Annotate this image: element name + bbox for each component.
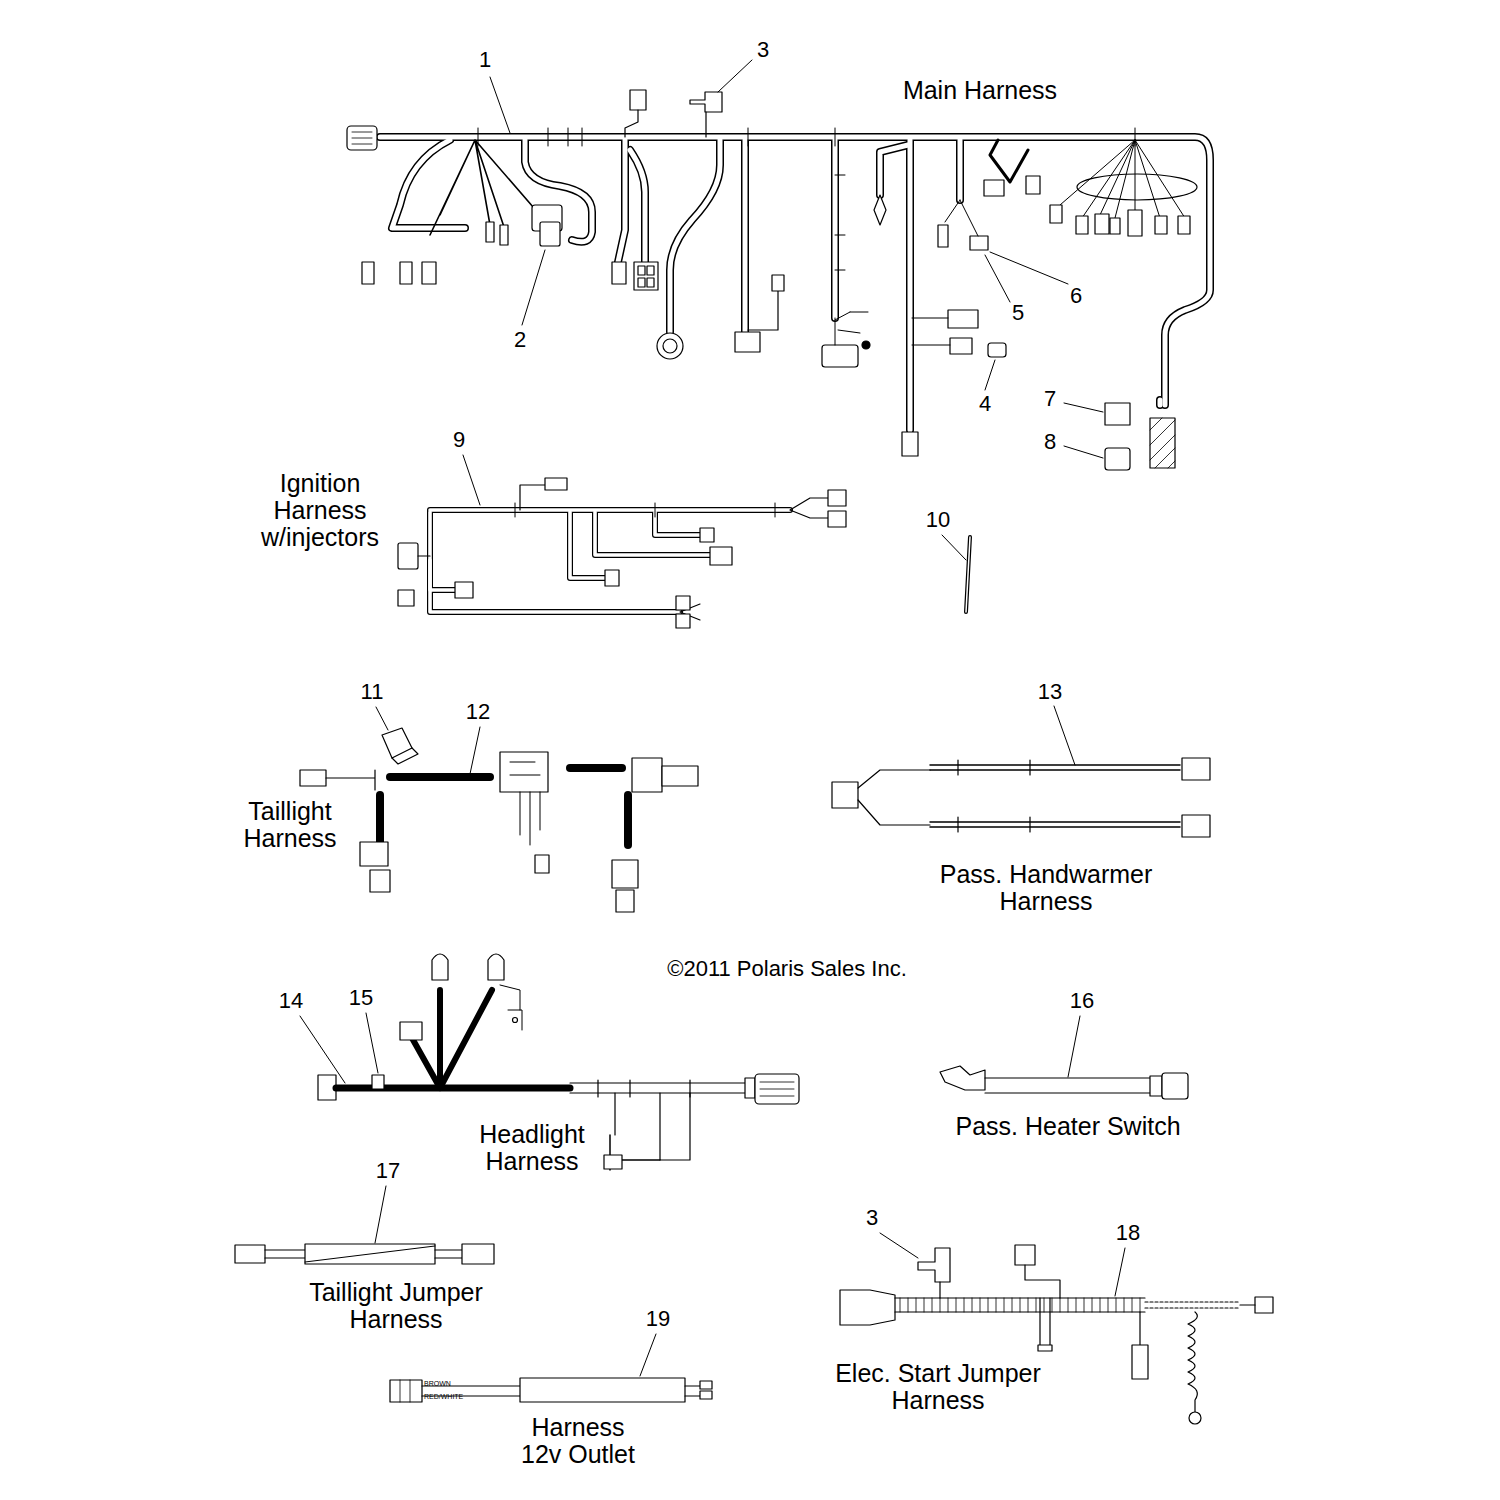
section-title: Harness 12v Outlet	[516, 1414, 641, 1468]
callout-number: 19	[638, 1307, 678, 1331]
callout-number: 15	[341, 986, 381, 1010]
callout-number: 18	[1108, 1221, 1148, 1245]
callout-number: 17	[368, 1159, 408, 1183]
callout-number: 7	[1030, 387, 1070, 411]
section-title: Taillight Jumper Harness	[286, 1279, 506, 1333]
callout-number: 4	[965, 392, 1005, 416]
wire-color: RED/WHITE	[424, 1393, 484, 1401]
section-title: Taillight Harness	[225, 798, 355, 852]
section-title: Pass. Heater Switch	[898, 1113, 1238, 1140]
section-title: Main Harness	[850, 77, 1110, 104]
callout-number: 3	[852, 1206, 892, 1230]
callout-number: 13	[1030, 680, 1070, 704]
callout-number: 12	[458, 700, 498, 724]
callout-number: 9	[439, 428, 479, 452]
callout-number: 16	[1062, 989, 1102, 1013]
section-title: Elec. Start Jumper Harness	[813, 1360, 1063, 1414]
callout-number: 2	[500, 328, 540, 352]
callout-number: 10	[918, 508, 958, 532]
section-title: Pass. Handwarmer Harness	[916, 861, 1176, 915]
copyright-note: ©2011 Polaris Sales Inc.	[617, 957, 957, 981]
wire-color: BROWN	[424, 1380, 484, 1388]
callout-number: 8	[1030, 430, 1070, 454]
callout-number: 1	[465, 48, 505, 72]
section-title: Ignition Harness w/injectors	[245, 470, 395, 551]
callout-number: 6	[1056, 284, 1096, 308]
callout-number: 11	[352, 680, 392, 704]
callout-number: 5	[998, 301, 1038, 325]
callout-number: 3	[743, 38, 783, 62]
section-title: Headlight Harness	[462, 1121, 602, 1175]
callout-number: 14	[271, 989, 311, 1013]
